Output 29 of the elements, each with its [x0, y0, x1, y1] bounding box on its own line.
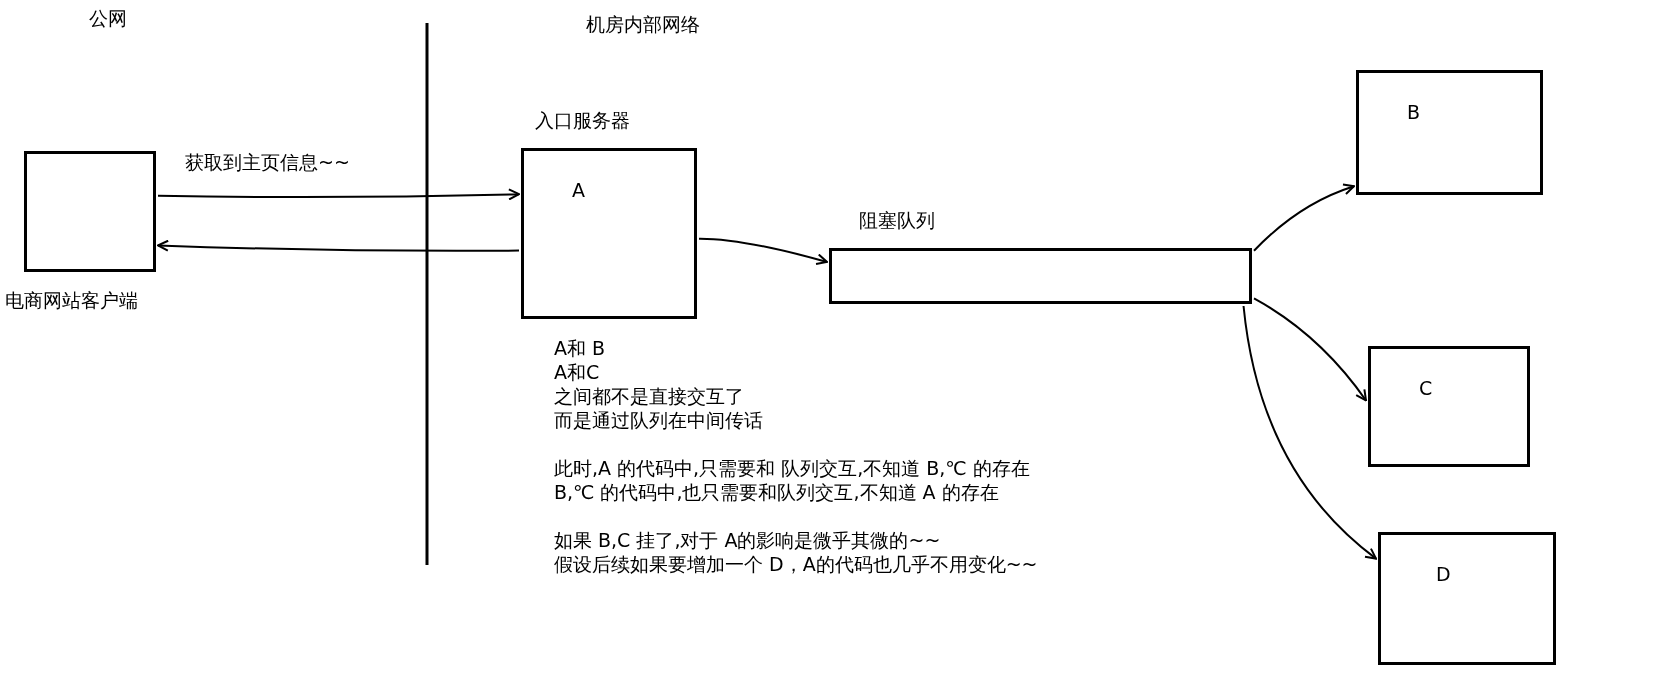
note-text: 此时,A 的代码中,只需要和 队列交互,不知道 B,℃ 的存在	[554, 456, 1030, 481]
box-caption: 电商网站客户端	[5, 288, 138, 313]
server-box	[521, 148, 697, 319]
client-box	[24, 151, 156, 272]
arrow	[1253, 183, 1355, 252]
arrow	[1242, 305, 1377, 560]
box-heading: 入口服务器	[535, 108, 630, 133]
region-label: 机房内部网络	[586, 12, 700, 37]
server-box	[1368, 346, 1530, 467]
note-text: 如果 B,C 挂了,对于 A的影响是微乎其微的~~	[554, 528, 941, 553]
note-text: 之间都不是直接交互了	[554, 384, 744, 409]
note-text: 而是通过队列在中间传话	[554, 408, 763, 433]
arrow	[698, 237, 828, 266]
box-label: B	[1407, 101, 1421, 123]
queue-bar	[829, 248, 1252, 304]
note-text: A和C	[554, 360, 600, 385]
box-label: D	[1436, 563, 1451, 585]
server-box	[1356, 70, 1543, 195]
box-label: C	[1419, 377, 1433, 399]
note-text: B,℃ 的代码中,也只需要和队列交互,不知道 A 的存在	[554, 480, 999, 505]
note-text: 假设后续如果要增加一个 D，A的代码也几乎不用变化~~	[554, 552, 1038, 577]
arrow	[157, 239, 520, 252]
note-text: A和 B	[554, 336, 606, 361]
box-heading: 阻塞队列	[859, 208, 935, 233]
region-label: 公网	[89, 6, 127, 31]
box-label: A	[572, 179, 585, 201]
arrow	[1253, 297, 1367, 402]
server-box	[1378, 532, 1556, 665]
arrow	[157, 188, 520, 201]
